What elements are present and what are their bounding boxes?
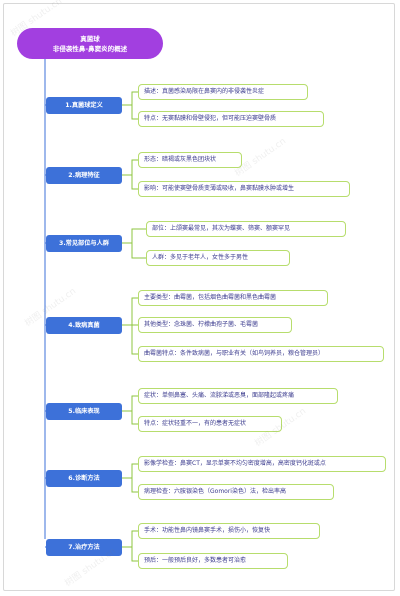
- leaf-pathogens-other[interactable]: 其他类型：念珠菌、柠檬曲孢子菌、毛霉菌: [138, 317, 292, 333]
- root-title: 真菌球: [80, 34, 100, 43]
- section-clinical[interactable]: 5.临床表现: [46, 403, 122, 420]
- leaf-pathology-impact[interactable]: 影响：可能使窦壁骨质变薄或吸收，鼻窦黏膜水肿或增生: [138, 181, 350, 197]
- root-node[interactable]: 真菌球 非侵袭性鼻-鼻窦炎的概述: [17, 28, 163, 59]
- leaf-pathogens-main[interactable]: 主要类型：曲霉菌，包括烟色曲霉菌和黑色曲霉菌: [138, 290, 328, 306]
- section-pathogens[interactable]: 4.致病真菌: [46, 317, 122, 334]
- leaf-pathology-form[interactable]: 形态：暗褐或灰黑色团块状: [138, 152, 242, 168]
- section-diagnosis[interactable]: 6.诊断方法: [46, 470, 122, 487]
- leaf-clinical-features[interactable]: 特点：症状轻重不一，有的患者无症状: [138, 416, 282, 432]
- leaf-clinical-symptoms[interactable]: 症状：单侧鼻塞、头痛、流脓涕或恶臭，面部隆起或疼痛: [138, 388, 338, 404]
- canvas-frame: [3, 3, 395, 591]
- leaf-population[interactable]: 人群：多见于老年人，女性多于男性: [146, 250, 290, 266]
- section-treatment[interactable]: 7.治疗方法: [46, 539, 122, 556]
- leaf-sites[interactable]: 部位：上颌窦最常见，其次为蝶窦、筛窦、额窦罕见: [146, 221, 346, 237]
- root-subtitle: 非侵袭性鼻-鼻窦炎的概述: [52, 44, 128, 53]
- leaf-diagnosis-imaging[interactable]: 影像学检查：鼻窦CT，显示单窦不均匀密度增高，高密度钙化斑或点: [138, 456, 386, 472]
- section-definition[interactable]: 1.真菌球定义: [46, 97, 122, 114]
- section-sites-population[interactable]: 3.常见部位与人群: [46, 235, 122, 252]
- leaf-definition-features[interactable]: 特点：无窦黏膜和骨壁侵犯，但可能压迫窦壁骨质: [138, 111, 324, 127]
- leaf-diagnosis-pathology[interactable]: 病理检查：六胺银染色（Gomori染色）法，检出率高: [138, 484, 334, 500]
- leaf-treatment-prognosis[interactable]: 预后：一般预后良好，多数患者可治愈: [138, 553, 288, 569]
- section-pathology[interactable]: 2.病理特征: [46, 167, 122, 184]
- leaf-definition-description[interactable]: 描述：真菌感染局限在鼻窦内的非侵袭性炎症: [138, 84, 308, 100]
- leaf-treatment-surgery[interactable]: 手术：功能性鼻内镜鼻窦手术，损伤小，恢复快: [138, 523, 320, 539]
- leaf-pathogens-aspergillus[interactable]: 曲霉菌特点：条件致病菌，与职业有关（如鸟饲养员，粮仓管理员）: [138, 346, 384, 362]
